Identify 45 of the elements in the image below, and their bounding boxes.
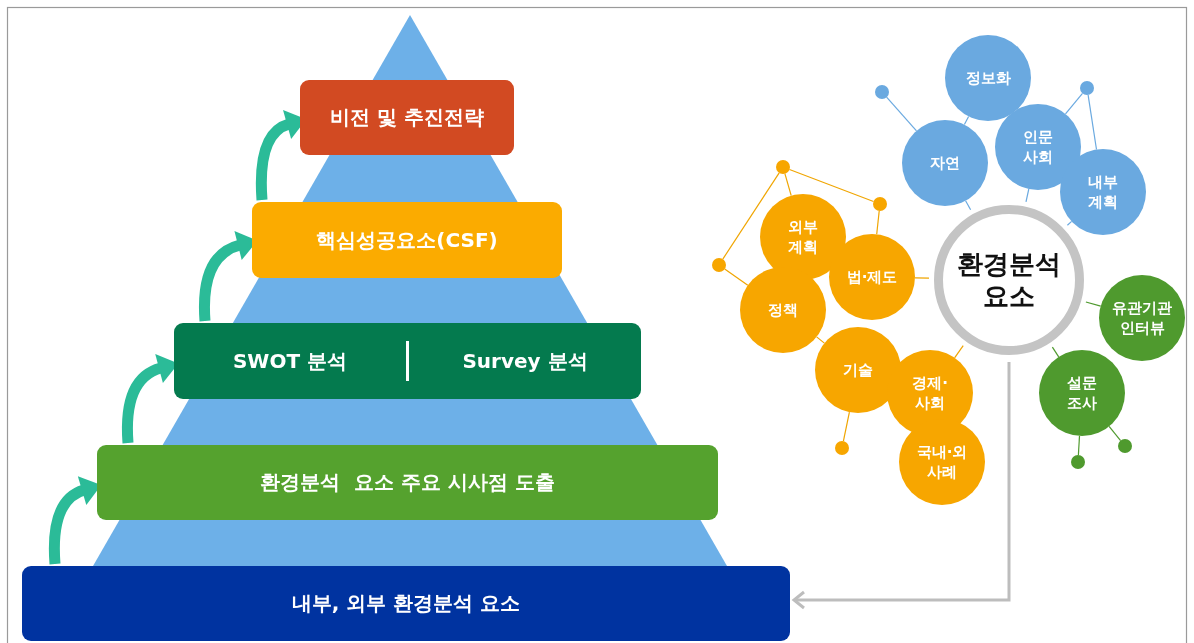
dot (875, 85, 889, 99)
connector-line (1064, 92, 1084, 115)
connector-line (1051, 346, 1060, 358)
topic-circle: 정보화 (945, 35, 1031, 121)
topic-circle: 기술 (815, 327, 901, 413)
topic-circle: 인문 사회 (995, 104, 1081, 190)
dot (712, 258, 726, 272)
topic-circle: 정책 (740, 267, 826, 353)
connector-line (876, 210, 880, 235)
pyramid-level-box: 핵심성공요소(CSF) (252, 202, 562, 278)
connector-line (784, 173, 792, 197)
pyramid-level-box: 비전 및 추진전략 (300, 80, 514, 155)
connector-line (965, 200, 972, 211)
connector-line (1066, 220, 1073, 226)
topic-circle: 설문 조사 (1039, 350, 1125, 436)
dot (776, 160, 790, 174)
arrow (792, 362, 1011, 610)
connector-line (1108, 425, 1122, 442)
pyramid-level-box (174, 323, 641, 399)
dot (1071, 455, 1085, 469)
connector-line (722, 172, 780, 260)
pyramid-level-box: 내부, 외부 환경분석 요소 (22, 566, 790, 641)
dot (1118, 439, 1132, 453)
dot (1080, 81, 1094, 95)
connector-line (1085, 301, 1102, 307)
topic-circle: 법·제도 (829, 234, 915, 320)
connector-line (963, 115, 970, 126)
connector-line (842, 411, 850, 442)
connector-line (954, 345, 964, 359)
connector-line (1077, 435, 1081, 456)
connector-line (1025, 188, 1030, 203)
connector-line (886, 96, 918, 132)
topic-circle: 자연 (902, 120, 988, 206)
level-label: SWOT 분석 (231, 347, 349, 375)
connector-line (1087, 94, 1098, 151)
level-label: Survey 분석 (461, 347, 589, 375)
dot (835, 441, 849, 455)
connector-line (914, 277, 930, 279)
connector-line (788, 168, 875, 203)
pyramid-level-box: 환경분석 요소 주요 시사점 도출 (97, 445, 718, 520)
topic-circle: 유관기관 인터뷰 (1099, 275, 1185, 361)
center-ring: 환경분석 요소 (934, 205, 1084, 355)
topic-circle: 내부 계획 (1060, 149, 1146, 235)
dot (873, 197, 887, 211)
connector-line (724, 268, 749, 286)
